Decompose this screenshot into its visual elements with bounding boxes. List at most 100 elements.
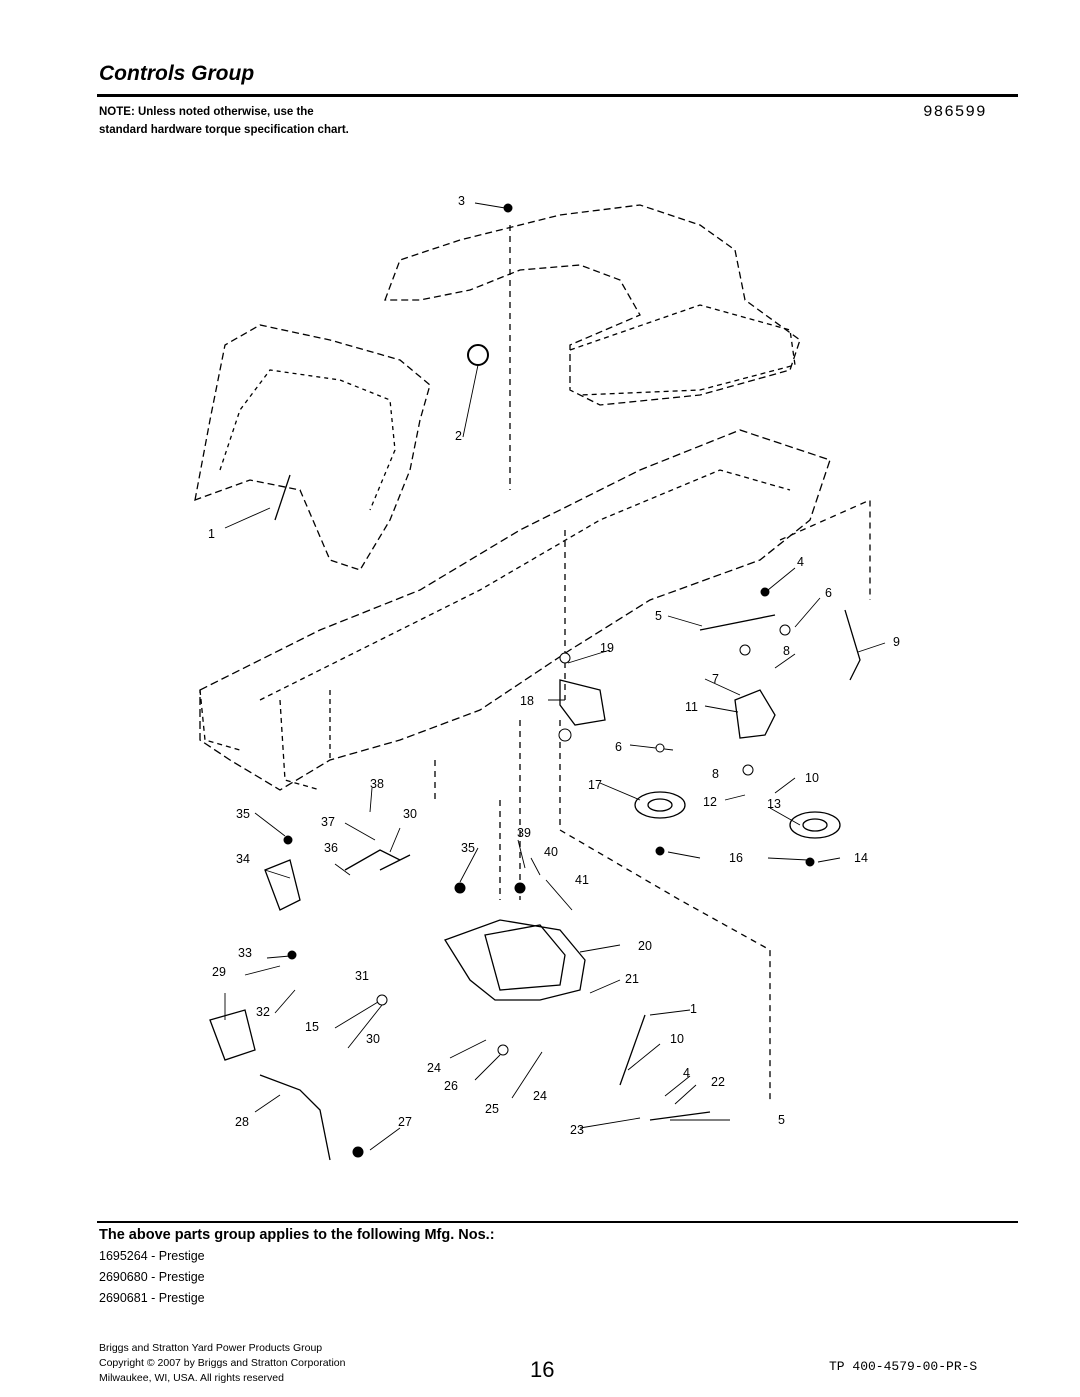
- callout-34: 34: [236, 852, 250, 866]
- rod-1-upper: [274, 474, 291, 521]
- nut-4: [760, 587, 770, 597]
- callout-11: 11: [685, 700, 698, 714]
- hood-panel: [194, 324, 431, 571]
- knob-2: [467, 344, 489, 366]
- washer-15: [376, 994, 388, 1006]
- applies-heading: The above parts group applies to the fol…: [99, 1227, 495, 1243]
- pulley-17: [634, 791, 686, 819]
- diagram-number: 986599: [923, 103, 987, 121]
- callout-32: 32: [256, 1005, 270, 1019]
- callout-39: 39: [517, 826, 531, 840]
- callout-4: 4: [797, 555, 804, 569]
- bracket-18: [559, 679, 606, 726]
- callout-33: 33: [238, 946, 252, 960]
- nut-14: [805, 857, 815, 867]
- callout-6b: 6: [615, 740, 622, 754]
- doc-code: TP 400-4579-00-PR-S: [829, 1359, 978, 1374]
- nut-40: [514, 882, 526, 894]
- chassis-frame: [199, 429, 831, 791]
- callout-19: 19: [600, 641, 614, 655]
- callout-13: 13: [767, 797, 781, 811]
- page-number: 16: [530, 1357, 555, 1382]
- footer-address: Milwaukee, WI, USA. All rights reserved: [99, 1372, 284, 1384]
- callout-4b: 4: [683, 1066, 690, 1080]
- callout-24b: 24: [533, 1089, 547, 1103]
- callout-1b: 1: [690, 1002, 697, 1016]
- control-arm: [734, 689, 776, 739]
- model-number: 1695264 - Prestige: [99, 1249, 205, 1263]
- nut-27: [352, 1146, 364, 1158]
- callout-10: 10: [805, 771, 819, 785]
- callout-3: 3: [458, 194, 465, 208]
- nut-35b: [454, 882, 466, 894]
- callout-24: 24: [427, 1061, 441, 1075]
- callout-14: 14: [854, 851, 868, 865]
- nut-18: [558, 728, 572, 742]
- header-rule: [97, 94, 1018, 97]
- nut-35: [283, 835, 293, 845]
- callout-25: 25: [485, 1102, 499, 1116]
- lever-28: [259, 1074, 331, 1161]
- callout-22: 22: [711, 1075, 725, 1089]
- callout-1: 1: [208, 527, 215, 541]
- pedal-34: [264, 859, 301, 911]
- callout-2: 2: [455, 429, 462, 443]
- spring-9: [844, 609, 861, 681]
- footer-company: Briggs and Stratton Yard Power Products …: [99, 1342, 323, 1354]
- callout-36: 36: [324, 841, 338, 855]
- callout-16: 16: [729, 851, 743, 865]
- callout-29: 29: [212, 965, 226, 979]
- washer-26: [497, 1044, 509, 1056]
- torque-note: NOTE: Unless noted otherwise, use the st…: [99, 106, 349, 136]
- bolt-6: [779, 624, 791, 636]
- nut-16: [655, 846, 665, 856]
- callout-27: 27: [398, 1115, 412, 1129]
- pedal-plate: [484, 924, 566, 991]
- callout-26: 26: [444, 1079, 458, 1093]
- callout-10b: 10: [670, 1032, 684, 1046]
- rod-36: [344, 849, 411, 871]
- callout-40: 40: [544, 845, 558, 859]
- callout-28: 28: [235, 1115, 249, 1129]
- callout-35: 35: [236, 807, 250, 821]
- leader-lines: [224, 202, 886, 1151]
- bolt-6b: [655, 743, 665, 753]
- footer-copyright: Copyright © 2007 by Briggs and Stratton …: [99, 1357, 346, 1369]
- callout-5: 5: [655, 609, 662, 623]
- bolt-33: [287, 950, 297, 960]
- callout-20: 20: [638, 939, 652, 953]
- callout-8: 8: [783, 644, 790, 658]
- chassis-inner: [259, 469, 791, 701]
- link-rod-5: [699, 614, 776, 631]
- callout-5b: 5: [778, 1113, 785, 1127]
- callout-8b: 8: [712, 767, 719, 781]
- callout-21: 21: [625, 972, 639, 986]
- callout-30: 30: [403, 807, 417, 821]
- pulley-13: [789, 811, 841, 839]
- callout-12: 12: [703, 795, 717, 809]
- callout-30b: 30: [366, 1032, 380, 1046]
- callout-38: 38: [370, 777, 384, 791]
- callout-15: 15: [305, 1020, 319, 1034]
- chassis-side: [199, 689, 331, 791]
- model-number: 2690681 - Prestige: [99, 1291, 205, 1305]
- callout-35b: 35: [461, 841, 475, 855]
- callout-9: 9: [893, 635, 900, 649]
- callout-18: 18: [520, 694, 534, 708]
- callout-31: 31: [355, 969, 369, 983]
- rod-5-lower: [649, 1111, 711, 1121]
- callout-37: 37: [321, 815, 335, 829]
- callout-7: 7: [712, 672, 719, 686]
- applies-rule: [97, 1221, 1018, 1223]
- rod-1-lower: [619, 1014, 646, 1086]
- pedal-29: [209, 1009, 256, 1061]
- callout-23: 23: [570, 1123, 584, 1137]
- callout-6: 6: [825, 586, 832, 600]
- washer-8: [742, 764, 754, 776]
- model-number: 2690680 - Prestige: [99, 1270, 205, 1284]
- guide-lines: [434, 225, 871, 1100]
- page-title: Controls Group: [99, 62, 255, 85]
- pedal-bracket: [444, 919, 586, 1001]
- nut-7: [739, 644, 751, 656]
